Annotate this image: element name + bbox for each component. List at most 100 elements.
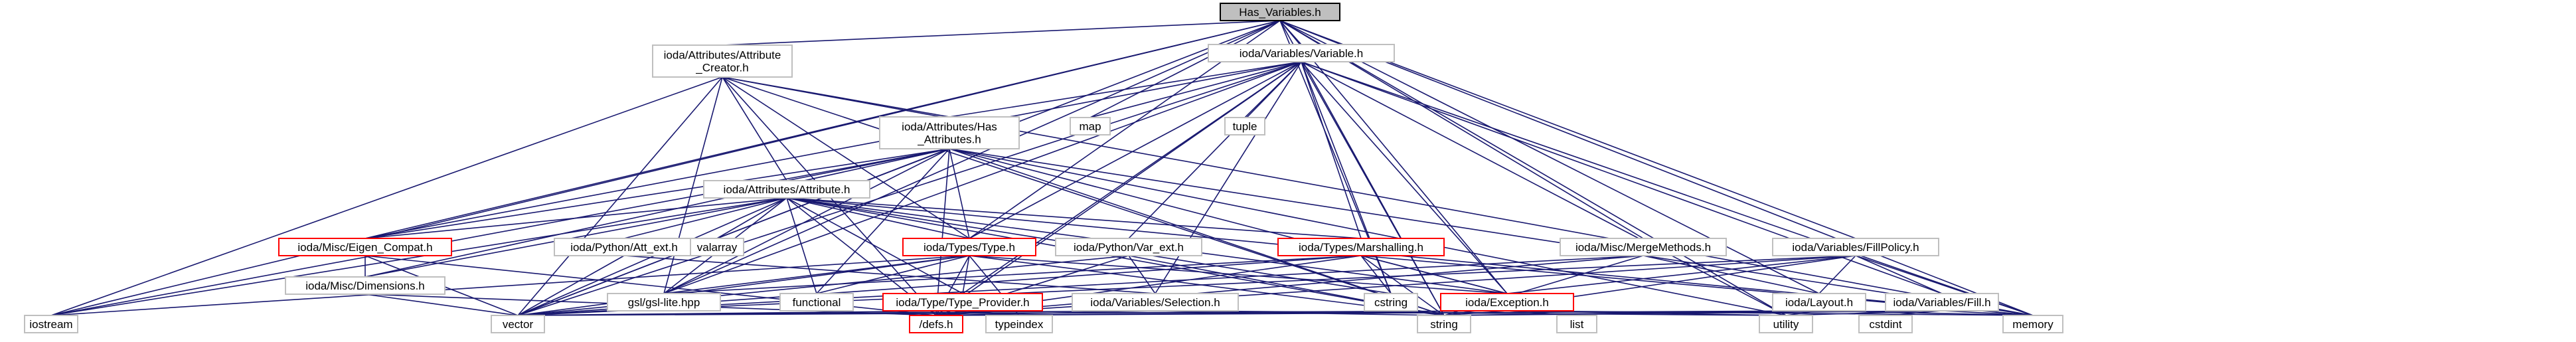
node-list[interactable]: list xyxy=(1556,315,1597,333)
edge-layout-to-defs xyxy=(935,310,1820,316)
node-python-var[interactable]: ioda/Python/Var_ext.h xyxy=(1055,238,1202,256)
node-label: cstring xyxy=(1374,296,1408,309)
node-has-variables[interactable]: Has_Variables.h xyxy=(1220,3,1340,21)
node-label: ioda/Misc/Dimensions.h xyxy=(305,280,425,292)
edge-attr_has-to-iostream xyxy=(50,148,950,316)
edge-exception-to-vector xyxy=(517,310,1508,316)
node-valarray[interactable]: valarray xyxy=(690,238,744,256)
edge-fill_policy-to-var_fill xyxy=(1855,255,1943,294)
node-attr-attribute[interactable]: ioda/Attributes/Attribute.h xyxy=(703,180,870,199)
node-types-type[interactable]: ioda/Types/Type.h xyxy=(902,238,1036,256)
node-cstdint[interactable]: cstdint xyxy=(1858,315,1913,333)
node-label: ioda/Python/Att_ext.h xyxy=(570,241,678,254)
node-label: ioda/Misc/MergeMethods.h xyxy=(1575,241,1711,254)
edge-var_variable-to-selection xyxy=(1155,61,1302,294)
node-type-provider[interactable]: ioda/Type/Type_Provider.h xyxy=(882,293,1043,311)
edge-attr_attribute-to-dimensions xyxy=(364,197,787,278)
edge-attr_creator-to-string xyxy=(722,76,1445,316)
node-gsl-lite[interactable]: gsl/gsl-lite.hpp xyxy=(607,293,721,311)
node-iostream[interactable]: iostream xyxy=(24,315,78,333)
node-string[interactable]: string xyxy=(1417,315,1471,333)
edge-attr_has-to-memory xyxy=(949,148,2034,316)
node-label: functional xyxy=(793,296,841,309)
node-label: ioda/Variables/Fill.h xyxy=(1893,296,1990,309)
edge-attr_attribute-to-types_type xyxy=(786,197,970,239)
node-var-fill[interactable]: ioda/Variables/Fill.h xyxy=(1885,293,1999,311)
edge-attr_creator-to-iostream xyxy=(50,76,723,316)
edge-attr_has-to-gsl_lite xyxy=(663,148,950,294)
edge-var_variable-to-string xyxy=(1301,61,1445,316)
edge-fill_policy-to-vector xyxy=(517,255,1856,316)
node-label: string xyxy=(1430,318,1458,331)
edge-attr_attribute-to-python_att xyxy=(623,197,787,239)
edge-merge_methods-to-layout xyxy=(1643,255,1820,294)
edge-attr_creator-to-gsl_lite xyxy=(663,76,723,294)
node-label: valarray xyxy=(697,241,738,254)
node-dimensions[interactable]: ioda/Misc/Dimensions.h xyxy=(285,276,445,295)
node-selection[interactable]: ioda/Variables/Selection.h xyxy=(1072,293,1239,311)
edge-merge_methods-to-defs xyxy=(935,255,1644,316)
edge-var_variable-to-memory xyxy=(1301,61,2034,316)
node-label: ioda/Variables/Selection.h xyxy=(1090,296,1220,309)
edge-var_fill-to-utility xyxy=(1785,310,1943,316)
edge-var_fill-to-string xyxy=(1443,310,1943,316)
node-merge-methods[interactable]: ioda/Misc/MergeMethods.h xyxy=(1560,238,1727,256)
edge-types_type-to-iostream xyxy=(50,255,970,316)
node-fill-policy[interactable]: ioda/Variables/FillPolicy.h xyxy=(1772,238,1939,256)
node-layer: Has_Variables.h ioda/Attributes/Attribute… xyxy=(24,3,2063,333)
edge-var_variable-to-attr_has xyxy=(949,61,1302,118)
node-tuple[interactable]: tuple xyxy=(1224,117,1265,135)
edge-attr_attribute-to-eigen_compat xyxy=(364,197,787,239)
edge-var_variable-to-python_var xyxy=(1128,61,1302,239)
node-python-att[interactable]: ioda/Python/Att_ext.h xyxy=(554,238,694,256)
node-typeindex[interactable]: typeindex xyxy=(985,315,1053,333)
node-marshalling[interactable]: ioda/Types/Marshalling.h xyxy=(1277,238,1445,256)
edge-attr_has-to-utility xyxy=(949,148,1787,316)
edge-attr_has-to-eigen_compat xyxy=(364,148,950,239)
node-cstring[interactable]: cstring xyxy=(1364,293,1418,311)
edge-var_variable-to-defs xyxy=(935,61,1302,316)
edge-marshalling-to-gsl_lite xyxy=(663,255,1362,294)
node-label: memory xyxy=(2012,318,2053,331)
node-label: cstdint xyxy=(1869,318,1901,331)
node-label: map xyxy=(1079,120,1101,133)
node-defs[interactable]: /defs.h xyxy=(909,315,963,333)
node-label: ioda/Attributes/Attribute.h xyxy=(724,183,850,196)
edge-has_variables-to-utility xyxy=(1279,20,1787,316)
node-label: ioda/Type/Type_Provider.h xyxy=(896,296,1029,309)
node-label: ioda/Misc/Eigen_Compat.h xyxy=(297,241,432,254)
node-layout[interactable]: ioda/Layout.h xyxy=(1772,293,1866,311)
node-memory[interactable]: memory xyxy=(2002,315,2063,333)
node-label: _Attributes.h xyxy=(917,133,981,146)
node-label: ioda/Variables/Variable.h xyxy=(1240,47,1364,60)
edge-var_variable-to-types_type xyxy=(969,61,1302,239)
node-var-variable[interactable]: ioda/Variables/Variable.h xyxy=(1208,44,1395,62)
edge-attr_has-to-vector xyxy=(517,148,950,316)
node-eigen-compat[interactable]: ioda/Misc/Eigen_Compat.h xyxy=(278,238,452,256)
edge-var_variable-to-marshalling xyxy=(1301,61,1362,239)
node-utility[interactable]: utility xyxy=(1759,315,1813,333)
edge-attr_attribute-to-marshalling xyxy=(786,197,1362,239)
edge-var_variable-to-utility xyxy=(1301,61,1787,316)
node-vector[interactable]: vector xyxy=(491,315,545,333)
node-exception[interactable]: ioda/Exception.h xyxy=(1440,293,1574,311)
node-label: list xyxy=(1570,318,1584,331)
edge-attr_attribute-to-vector xyxy=(517,197,787,316)
edge-attr_has-to-types_type xyxy=(949,148,970,239)
edge-fill_policy-to-layout xyxy=(1818,255,1856,294)
edge-has_variables-to-map xyxy=(1089,20,1281,118)
node-map[interactable]: map xyxy=(1070,117,1111,135)
edge-var_variable-to-vector xyxy=(517,61,1302,316)
node-label: ioda/Variables/FillPolicy.h xyxy=(1792,241,1919,254)
edge-types_type-to-vector xyxy=(517,255,970,316)
node-functional[interactable]: functional xyxy=(779,293,854,311)
edge-types_type-to-functional xyxy=(816,255,970,294)
edge-has_variables-to-exception xyxy=(1279,20,1508,294)
node-attr-has[interactable]: ioda/Attributes/Has_Attributes.h xyxy=(879,116,1020,149)
edge-var_variable-to-eigen_compat xyxy=(364,61,1302,239)
edge-attr_has-to-dimensions xyxy=(364,148,950,278)
node-label: ioda/Exception.h xyxy=(1465,296,1549,309)
node-attr-creator[interactable]: ioda/Attributes/Attribute_Creator.h xyxy=(652,44,793,78)
edge-has_variables-to-memory xyxy=(1279,20,2034,316)
